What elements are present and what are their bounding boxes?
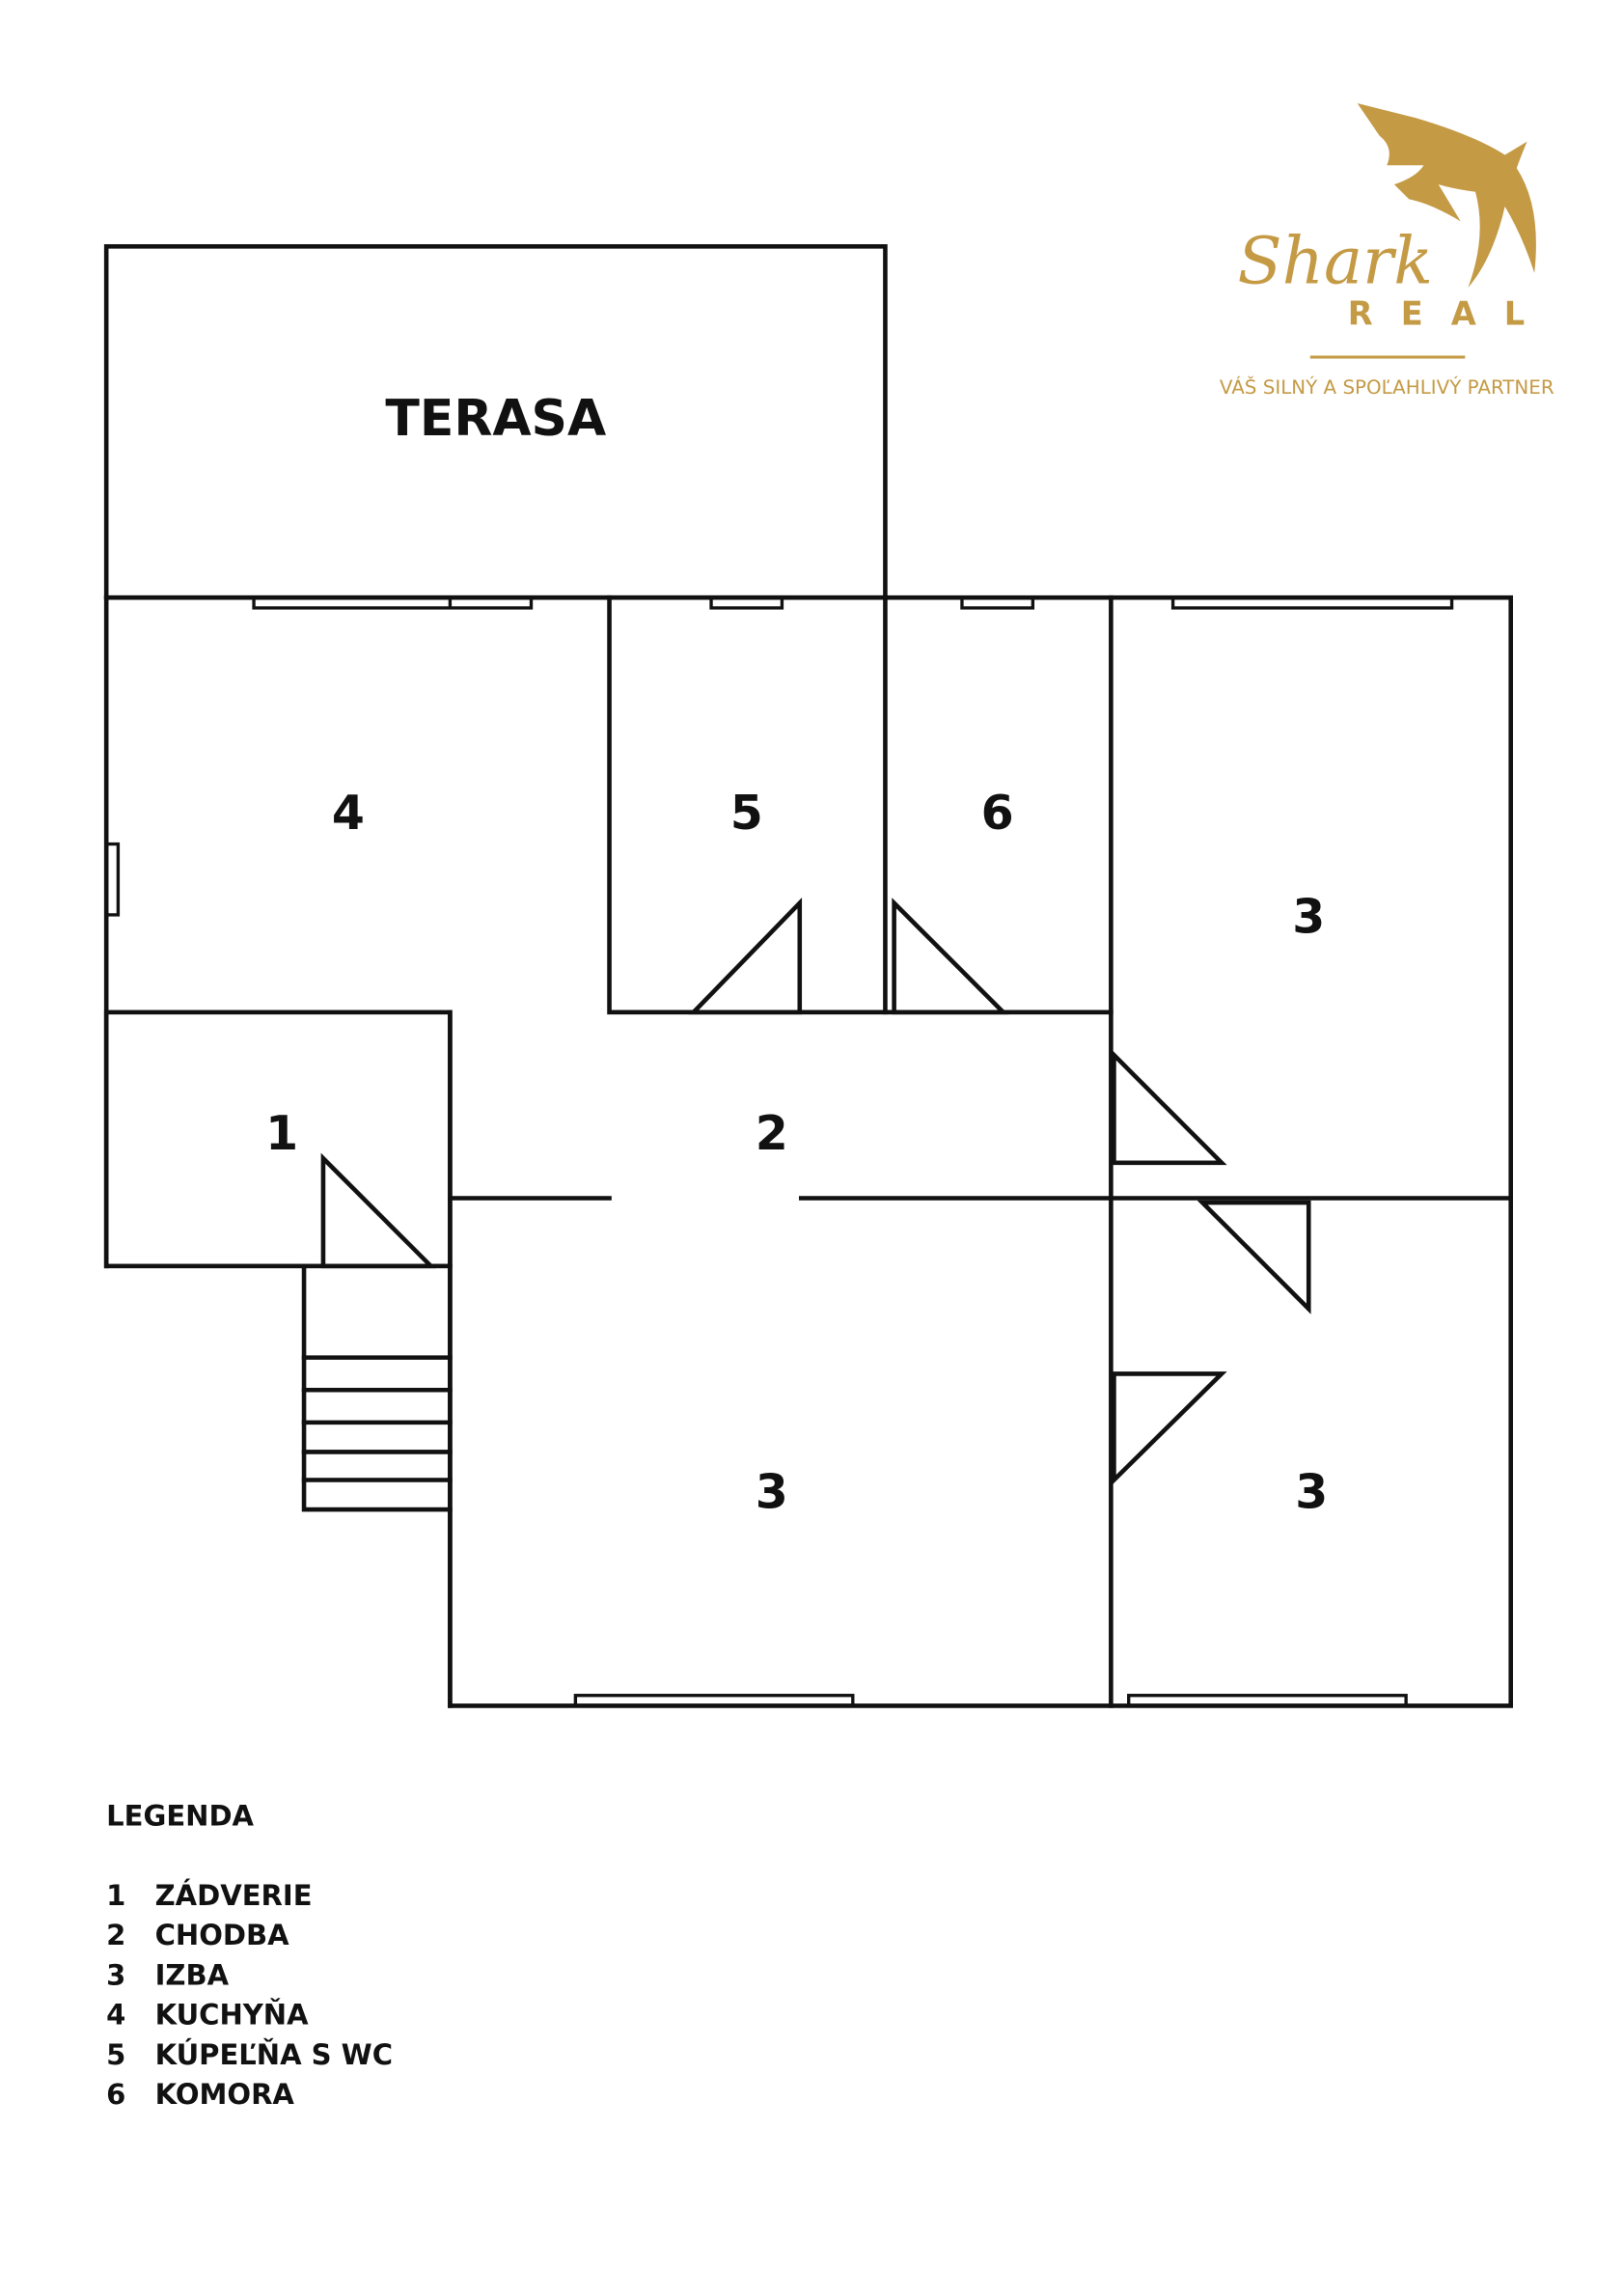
interior-walls — [103, 595, 1514, 1708]
shark-real-logo: Shark REAL VÁŠ SILNÝ A SPOĽAHLIVÝ PARTNE… — [1220, 103, 1554, 399]
room-label-storage: 6 — [981, 786, 1014, 841]
logo-word: REAL — [1348, 294, 1554, 332]
legend-num: 6 — [106, 2078, 125, 2111]
legend-num: 4 — [106, 1999, 125, 2032]
room-label-bathroom: 5 — [730, 786, 763, 841]
windows — [104, 595, 1454, 1708]
terrace-label: TERASA — [385, 390, 606, 448]
legend-num: 3 — [106, 1958, 125, 1991]
logo-script-text: Shark — [1238, 224, 1433, 299]
legend-label: KÚPEĽŇA S WC — [155, 2038, 393, 2071]
room-label-vestibule: 1 — [265, 1106, 298, 1161]
room-label-room-bottom-right: 3 — [1295, 1465, 1328, 1520]
legend-label: KUCHYŇA — [155, 1999, 309, 2032]
door-swings — [320, 898, 1311, 1485]
shark-icon — [1357, 103, 1536, 289]
legend-num: 2 — [106, 1919, 125, 1951]
room-label-room-top-right: 3 — [1292, 889, 1325, 944]
stairs — [301, 1263, 453, 1512]
logo-tagline: VÁŠ SILNÝ A SPOĽAHLIVÝ PARTNER — [1220, 375, 1554, 399]
legend-num: 5 — [106, 2038, 125, 2071]
legend-label: IZBA — [155, 1958, 230, 1991]
legend-label: KOMORA — [155, 2078, 295, 2111]
legend-num: 1 — [106, 1879, 125, 1912]
room-label-room-bottom-center: 3 — [756, 1465, 788, 1520]
legend: LEGENDA 1 ZÁDVERIE 2 CHODBA 3 IZBA 4 KUC… — [106, 1799, 393, 2111]
room-label-kitchen: 4 — [332, 786, 365, 841]
legend-label: CHODBA — [155, 1919, 290, 1951]
logo-divider — [1309, 355, 1466, 359]
legend-title: LEGENDA — [106, 1799, 254, 1832]
legend-label: ZÁDVERIE — [155, 1879, 313, 1912]
outer-walls — [103, 595, 1514, 1708]
room-label-hallway: 2 — [756, 1106, 788, 1161]
